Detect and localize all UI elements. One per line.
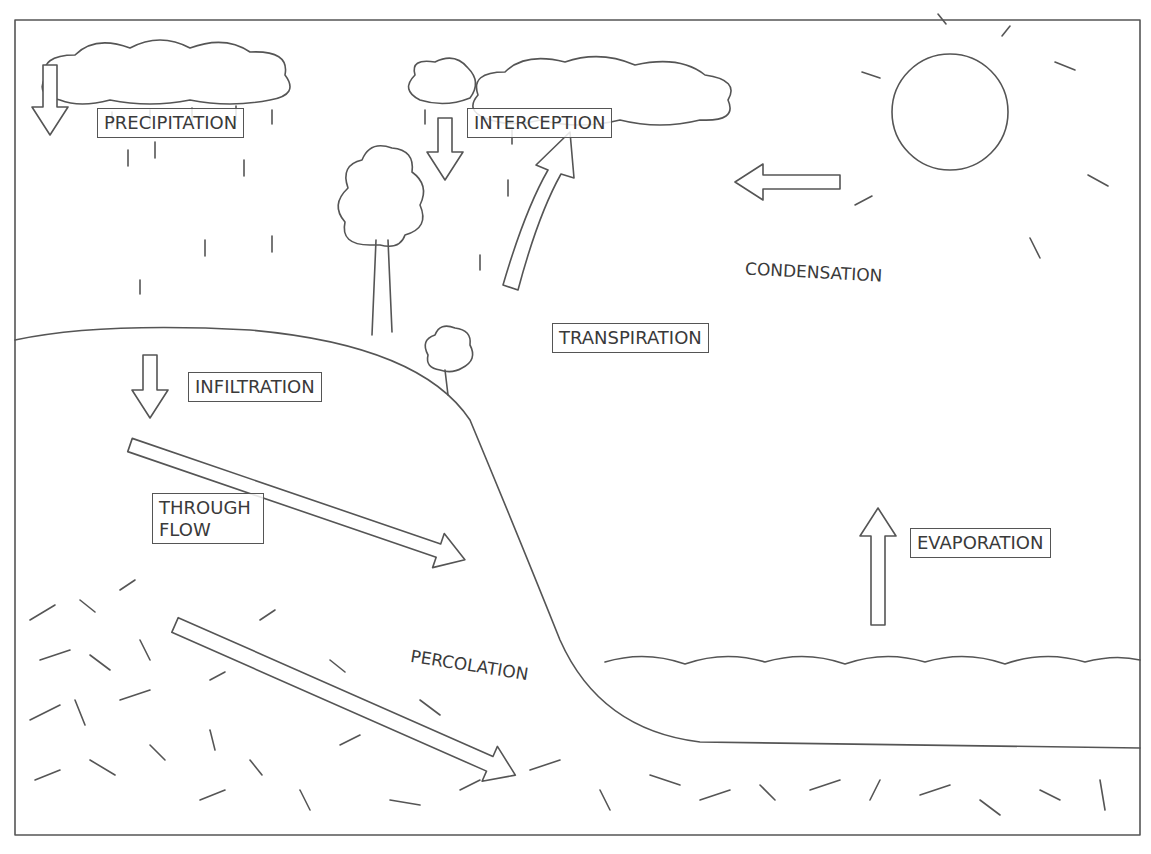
evaporation-arrow: [860, 508, 896, 625]
frame-border: [15, 20, 1140, 835]
process-name: PERCOLATION: [409, 646, 530, 684]
process-name: CONDENSATION: [745, 258, 883, 285]
sun: [892, 54, 1008, 170]
process-name: EVAPORATION: [917, 532, 1044, 554]
sun-rays: [855, 14, 1108, 258]
shrub: [425, 326, 472, 395]
process-label-box: INFILTRATION: [188, 372, 322, 402]
process-name: PRECIPITATION: [104, 112, 237, 134]
sea-surface: [605, 656, 1140, 664]
process-name: INTERCEPTION: [474, 112, 605, 134]
interception-arrow: [427, 118, 463, 180]
process-label-box: PRECIPITATION: [97, 108, 244, 138]
precipitation-arrow: [32, 65, 68, 135]
through-flow-arrow: [124, 428, 471, 577]
tree: [338, 146, 423, 335]
percolation-arrow: [167, 608, 523, 793]
infiltration-arrow: [132, 355, 168, 418]
process-label-box: EVAPORATION: [910, 528, 1051, 558]
process-label-box: THROUGH FLOW: [152, 493, 264, 544]
process-name: TRANSPIRATION: [559, 327, 702, 349]
cloud: [42, 40, 290, 104]
hill-slope: [15, 328, 1140, 748]
process-label-box: INTERCEPTION: [467, 108, 612, 138]
condensation-arrow: [735, 164, 840, 200]
process-name: THROUGH FLOW: [159, 497, 257, 540]
bedrock-hatching: [30, 580, 1105, 815]
process-name: INFILTRATION: [195, 376, 315, 398]
process-label-box: TRANSPIRATION: [552, 323, 709, 353]
cloud: [409, 58, 476, 103]
transpiration-arrow: [503, 132, 574, 290]
